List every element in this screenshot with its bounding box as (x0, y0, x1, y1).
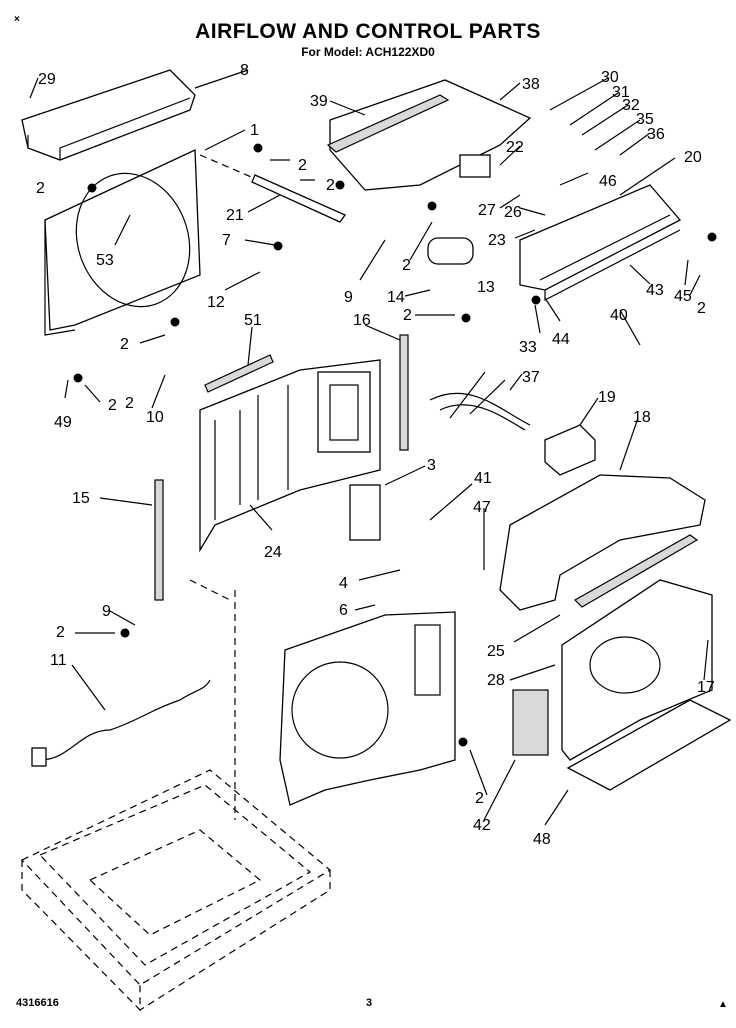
part-callout-39: 39 (310, 93, 328, 110)
part-callout-11: 11 (50, 652, 67, 669)
part-callout-27: 27 (478, 202, 496, 219)
wire-harness (429, 371, 531, 431)
seal-strip (154, 479, 164, 601)
model-subtitle: For Model: ACH122XD0 (301, 45, 435, 59)
part-callout-30: 30 (601, 69, 619, 86)
relay-component (459, 154, 491, 178)
part-callout-2i: 2 (125, 395, 134, 412)
part-callout-33: 33 (519, 339, 537, 356)
part-callout-2f: 2 (697, 300, 706, 317)
part-callout-16: 16 (353, 312, 371, 329)
power-cord (39, 679, 211, 761)
part-callout-35: 35 (636, 111, 654, 128)
part-callout-4: 4 (339, 575, 348, 592)
plug-icon (31, 747, 47, 767)
leader-lines (29, 69, 709, 826)
part-callout-18: 18 (633, 409, 651, 426)
document-number: 4316616 (16, 997, 59, 1009)
part-callout-28: 28 (487, 672, 505, 689)
part-callout-2k: 2 (475, 790, 484, 807)
part-callout-2e: 2 (403, 307, 412, 324)
part-callout-32: 32 (622, 97, 640, 114)
base-pan-outline (20, 579, 332, 1012)
part-callout-42: 42 (473, 817, 491, 834)
mounting-bracket (251, 174, 346, 223)
part-callout-3: 3 (427, 457, 436, 474)
seal-strip (399, 334, 409, 451)
screw-icon-group (73, 143, 717, 747)
part-callout-2g: 2 (120, 336, 129, 353)
capacitor (427, 237, 474, 265)
control-panel-rail (519, 184, 682, 291)
part-callout-13: 13 (477, 279, 495, 296)
part-callout-20: 20 (684, 149, 702, 166)
part-callout-51: 51 (244, 312, 262, 329)
part-callout-43: 43 (646, 282, 664, 299)
part-callout-14: 14 (387, 289, 405, 306)
part-callout-37: 37 (522, 369, 540, 386)
part-callout-8: 8 (240, 62, 249, 79)
part-callout-25: 25 (487, 643, 505, 660)
part-callout-12: 12 (207, 294, 225, 311)
part-callout-10: 10 (146, 409, 164, 426)
page-number: 3 (366, 997, 373, 1009)
diagram-title: AIRFLOW AND CONTROL PARTS (195, 20, 541, 43)
part-callout-23: 23 (488, 232, 506, 249)
part-callout-9a: 9 (344, 289, 353, 306)
part-callout-1: 1 (250, 122, 259, 139)
part-callout-2d: 2 (402, 257, 411, 274)
part-callout-7: 7 (222, 232, 231, 249)
part-callout-15: 15 (72, 490, 90, 507)
part-callout-49: 49 (54, 414, 72, 431)
blower-scroll-housing (279, 611, 456, 806)
part-callout-21: 21 (226, 207, 244, 224)
base-plate (566, 699, 732, 791)
part-callout-41: 41 (474, 470, 492, 487)
part-callout-31: 31 (612, 84, 630, 101)
part-callout-36: 36 (647, 126, 665, 143)
air-duct (499, 474, 706, 611)
part-callout-48: 48 (533, 831, 551, 848)
control-rail (326, 94, 450, 153)
part-callout-22: 22 (506, 139, 524, 156)
filter-grille (512, 689, 549, 756)
part-callout-19: 19 (598, 389, 616, 406)
orifice-panel (561, 579, 713, 761)
part-callout-29: 29 (38, 71, 56, 88)
part-callout-46: 46 (599, 173, 617, 190)
part-callout-2h: 2 (108, 397, 117, 414)
corner-triangle-icon: ▲ (718, 999, 728, 1010)
part-callout-2c: 2 (326, 177, 335, 194)
foam-gasket (574, 534, 699, 608)
part-callout-53: 53 (96, 252, 114, 269)
control-bracket (349, 484, 381, 541)
part-callout-17: 17 (697, 679, 715, 696)
corner-mark-icon: × (14, 14, 20, 25)
part-callout-47: 47 (473, 499, 491, 516)
part-callout-26: 26 (504, 204, 522, 221)
part-callout-9b: 9 (102, 603, 111, 620)
part-callout-24: 24 (264, 544, 282, 561)
part-callout-2a: 2 (298, 157, 307, 174)
part-callout-44: 44 (552, 331, 570, 348)
part-callout-40: 40 (610, 307, 628, 324)
part-callout-38: 38 (522, 76, 540, 93)
part-callout-2b: 2 (36, 180, 45, 197)
part-callout-6: 6 (339, 602, 348, 619)
part-callout-2j: 2 (56, 624, 65, 641)
part-callout-45: 45 (674, 288, 692, 305)
